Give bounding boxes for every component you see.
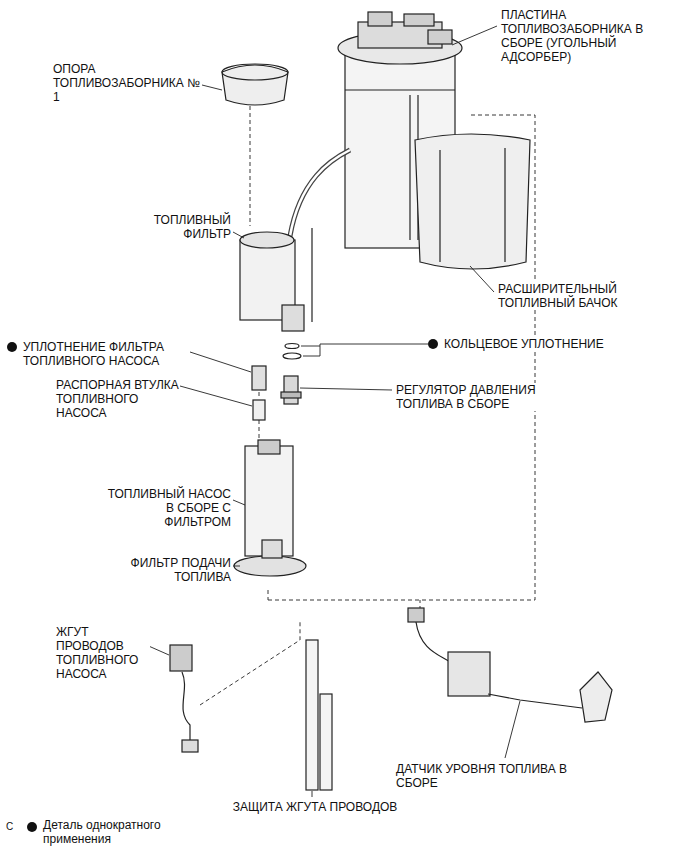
- part-label: УПЛОТНЕНИЕ ФИЛЬТРА ТОПЛИВНОГО НАСОСА: [22, 340, 190, 368]
- legend-text: Деталь однократного применения: [42, 818, 192, 846]
- part-label: C: [5, 820, 19, 834]
- part-label: РАСПОРНАЯ ВТУЛКА ТОПЛИВНОГО НАСОСА: [55, 378, 180, 420]
- part-label: ТОПЛИВНЫЙ НАСОС В СБОРЕ С ФИЛЬТРОМ: [100, 487, 232, 529]
- legend-dot: [27, 822, 37, 832]
- part-label: ЗАЩИТА ЖГУТА ПРОВОДОВ: [215, 800, 415, 814]
- part-label: ПЛАСТИНА ТОПЛИВОЗАБОРНИКА В СБОРЕ (УГОЛЬ…: [500, 8, 660, 64]
- part-label: РЕГУЛЯТОР ДАВЛЕНИЯ ТОПЛИВА В СБОРЕ: [395, 383, 585, 411]
- part-label: ДАТЧИК УРОВНЯ ТОПЛИВА В СБОРЕ: [395, 762, 595, 790]
- part-label: КОЛЬЦЕВОЕ УПЛОТНЕНИЕ: [443, 337, 683, 351]
- part-label: РАСШИРИТЕЛЬНЫЙ ТОПЛИВНЫЙ БАЧОК: [497, 282, 657, 310]
- part-label: ТОПЛИВНЫЙ ФИЛЬТР: [120, 213, 232, 241]
- part-label: ОПОРА ТОПЛИВОЗАБОРНИКА № 1: [52, 62, 202, 104]
- part-label: ФИЛЬТР ПОДАЧИ ТОПЛИВА: [100, 556, 232, 584]
- part-label: ЖГУТ ПРОВОДОВ ТОПЛИВНОГО НАСОСА: [55, 625, 150, 681]
